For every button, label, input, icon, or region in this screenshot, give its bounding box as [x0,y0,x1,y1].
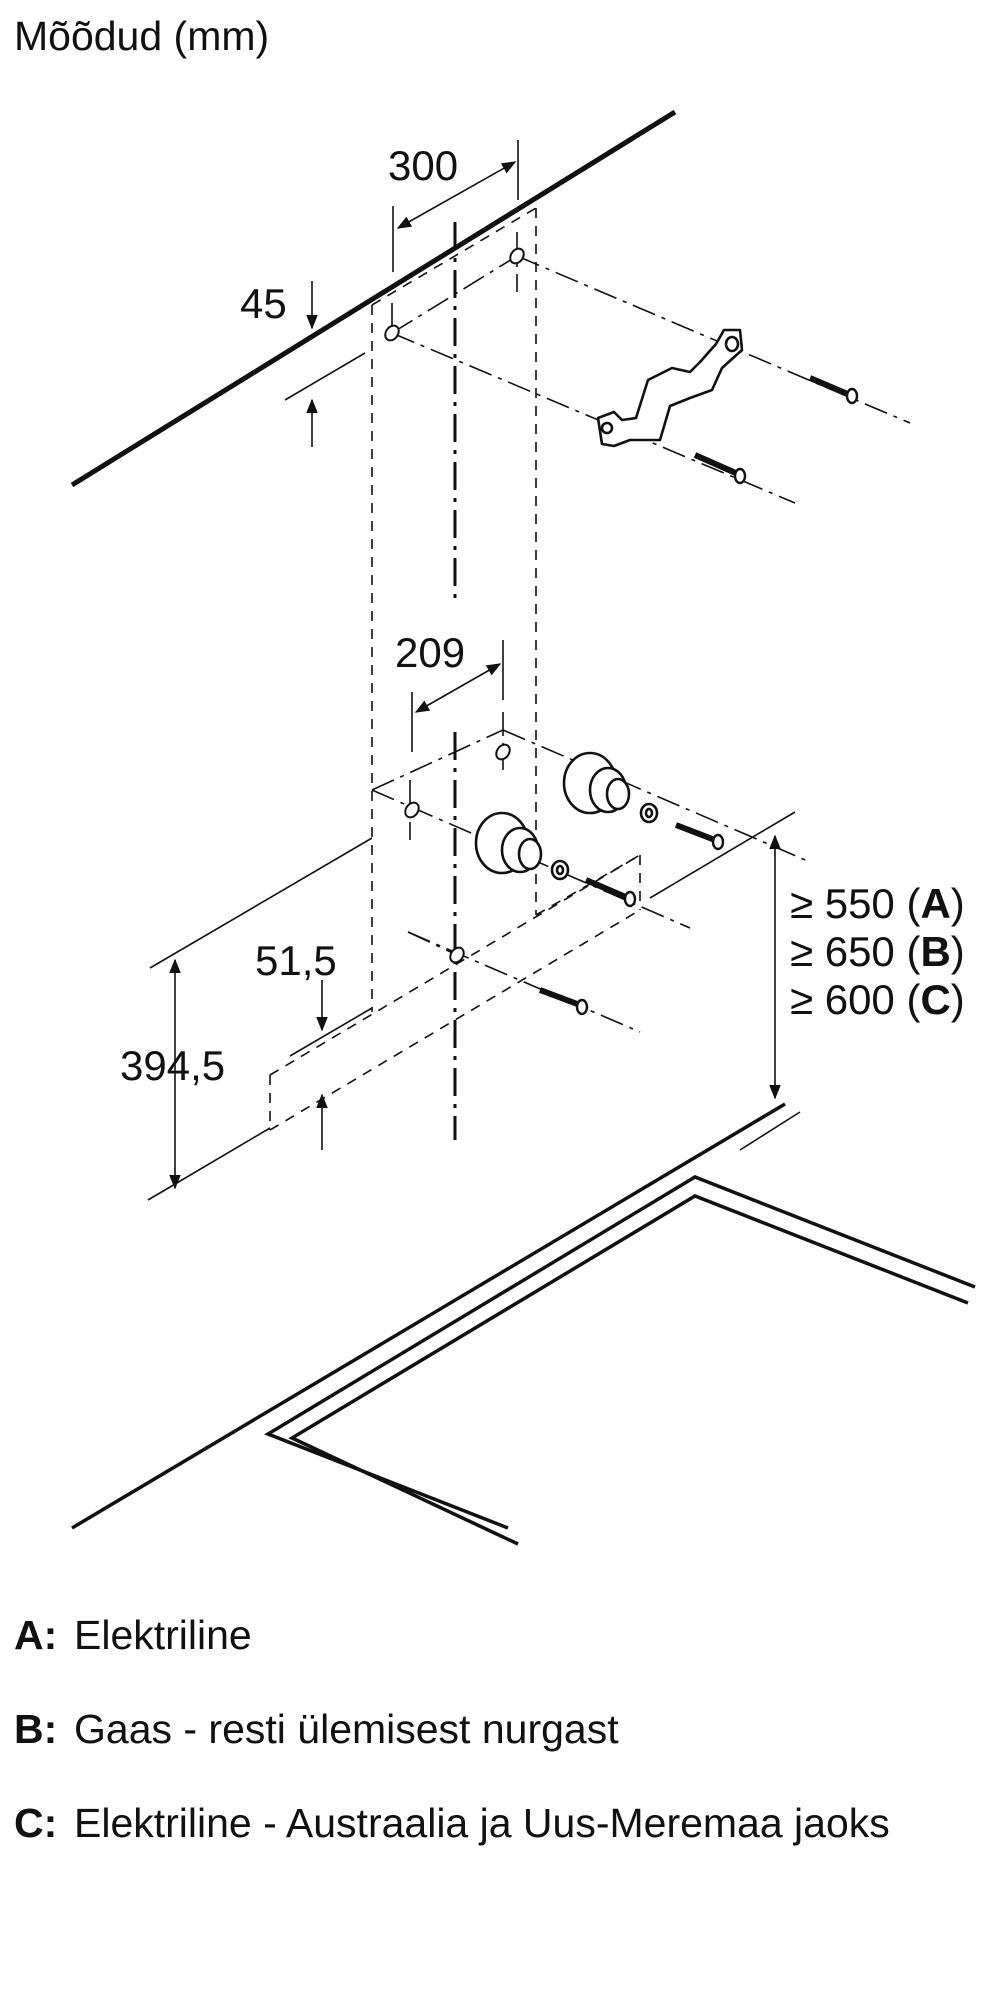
legend-item-b: B: Gaas - resti ülemisest nurgast [14,1706,954,1752]
dimension-394-5-label: 394,5 [120,1042,225,1089]
dimension-45 [284,281,366,447]
height-requirement-dimension [649,811,801,1151]
legend-item-c: C: Elektriline - Austraalia ja Uus-Merema… [14,1800,954,1846]
legend-text-c: Elektriline - Austraalia ja Uus-Meremaa … [74,1800,890,1846]
upper-screw-icons [693,375,859,485]
upper-hole-icons [384,247,525,342]
dimension-51-5 [289,980,373,1150]
requirement-b: ≥ 650 (B) [790,928,965,975]
dimension-300-label: 300 [388,142,458,189]
requirement-c: ≥ 600 (C) [790,976,965,1023]
legend-text-a: Elektriline [74,1612,252,1658]
dimension-209-label: 209 [395,629,465,676]
requirement-a: ≥ 550 (A) [790,880,965,927]
legend-item-a: A: Elektriline [14,1612,954,1658]
upper-projection-lines [391,232,911,504]
wall-plug-icons [474,751,659,881]
lower-hole-icons [404,743,511,964]
dimension-51-5-label: 51,5 [255,937,337,984]
lower-screw-icons [538,822,725,1016]
cooktop-outline [71,1102,976,1546]
dimension-209 [411,640,504,752]
legend-key-a: A: [14,1612,58,1658]
dimension-394-5 [147,837,373,1201]
chimney-outline [269,207,641,1131]
ceiling-line [70,109,677,488]
installation-diagram: 300 45 [70,109,976,1546]
legend-text-b: Gaas - resti ülemisest nurgast [74,1706,619,1752]
page-title: Mõõdud (mm) [14,13,270,59]
dimension-300 [392,140,519,272]
wall-bracket-icon [596,328,744,448]
dimension-45-label: 45 [240,280,287,327]
legend-key-c: C: [14,1800,58,1846]
legend-key-b: B: [14,1706,58,1752]
